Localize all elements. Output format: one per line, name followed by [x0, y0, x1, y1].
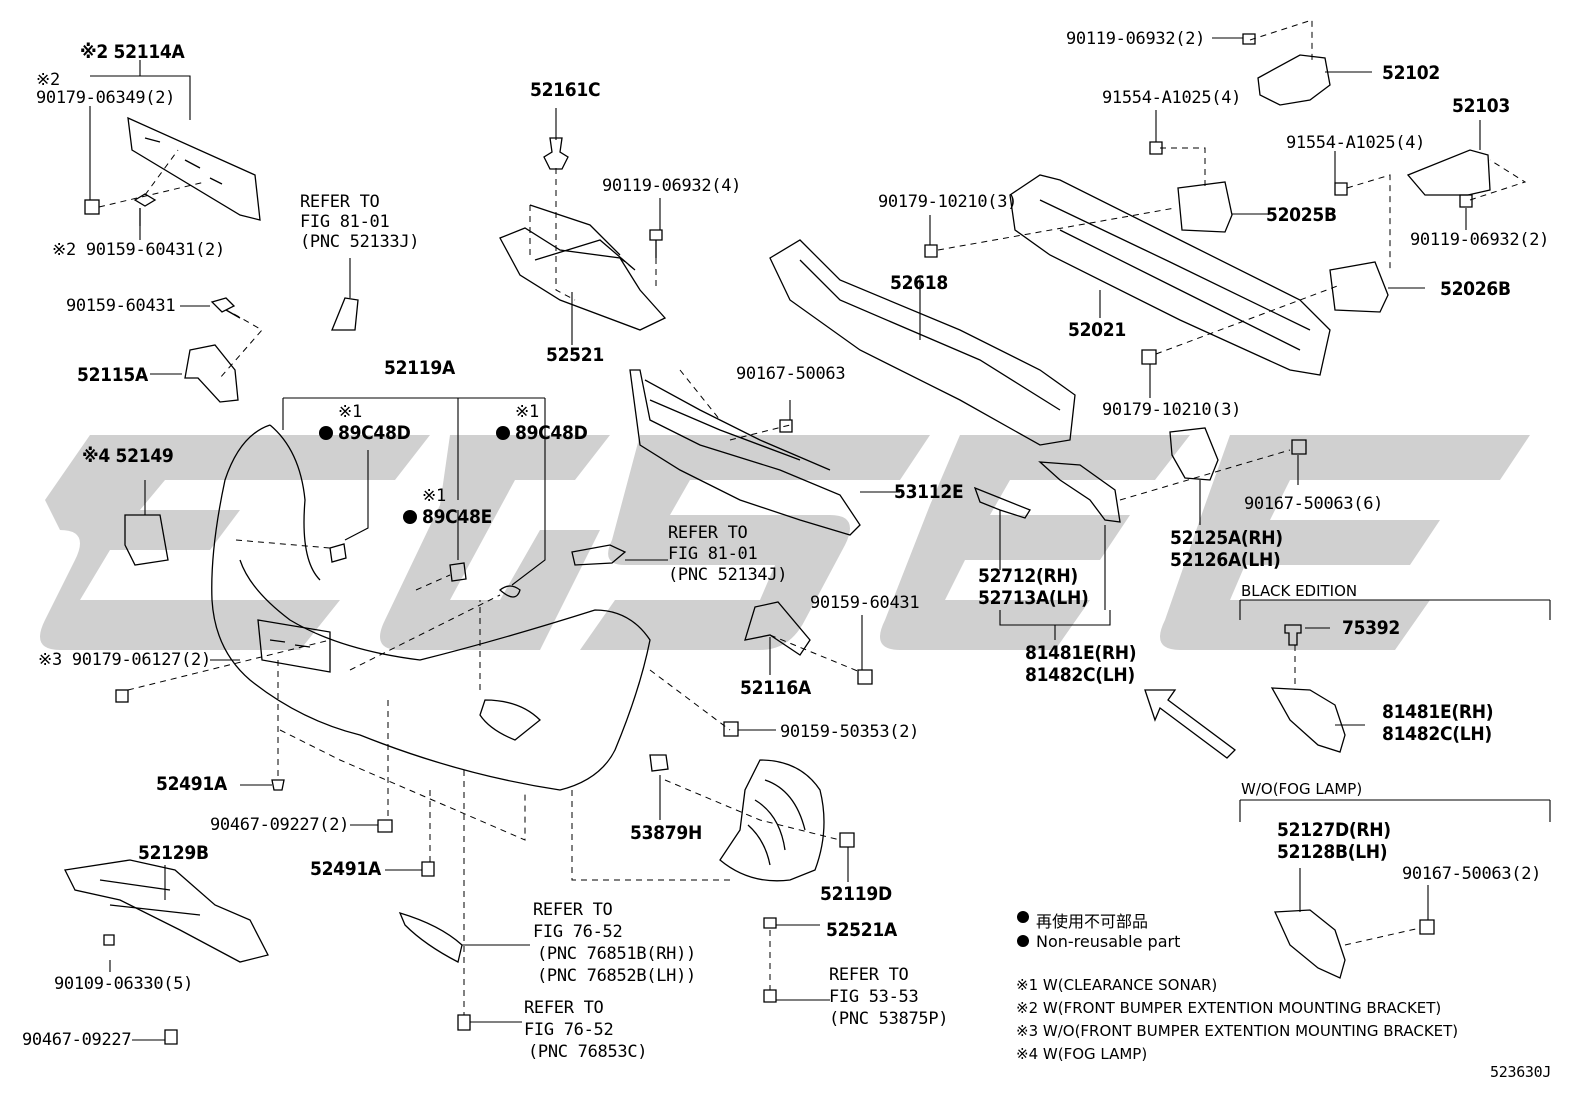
label-89C48D-b: 89C48D	[515, 422, 588, 444]
label-pnc-76853C: (PNC 76853C)	[528, 1042, 648, 1062]
label-91554-A1025-b: 91554-A1025(4)	[1286, 133, 1426, 153]
label-52114A: ※2 52114A	[80, 41, 185, 63]
label-fig-81-01b: FIG 81-01	[668, 544, 758, 564]
label-refer-to-76: REFER TO	[533, 900, 613, 920]
label-90159-60431-b: 90159-60431	[810, 593, 920, 613]
label-90179-06127: ※3 90179-06127(2)	[38, 650, 211, 670]
legend-jp: 再使用不可部品	[1036, 912, 1149, 931]
label-90159-60431-2: ※2 90159-60431(2)	[52, 240, 225, 260]
watermark-logo	[40, 435, 1530, 650]
label-refer-to: REFER TO	[300, 192, 380, 212]
label-90119-06932-2b: 90119-06932(2)	[1410, 230, 1550, 250]
label-52125A: 52125A(RH)	[1170, 527, 1283, 549]
label-52119D: 52119D	[820, 883, 892, 905]
label-52129B: 52129B	[138, 842, 209, 864]
label-fig-76-52b: FIG 76-52	[524, 1020, 614, 1040]
leader-lines	[89, 37, 1551, 1041]
label-91554-A1025-a: 91554-A1025(4)	[1102, 88, 1242, 108]
label-pnc-76852B: (PNC 76852B(LH))	[537, 966, 696, 986]
legend-note3: ※3 W/O(FRONT BUMPER EXTENTION MOUNTING B…	[1016, 1022, 1459, 1040]
label-90167-50063-2: 90167-50063(2)	[1402, 864, 1542, 884]
label-52149: ※4 52149	[82, 445, 174, 467]
label-pnc-53875P: (PNC 53875P)	[829, 1009, 949, 1029]
diagram-code: 523630J	[1490, 1063, 1552, 1081]
label-90109-06330: 90109-06330(5)	[54, 974, 194, 994]
label-81482C-a: 81482C(LH)	[1025, 664, 1135, 686]
label-52521A: 52521A	[826, 919, 897, 941]
label-note1-b: ※1	[515, 402, 539, 422]
label-52128B: 52128B(LH)	[1277, 841, 1388, 863]
label-52116A: 52116A	[740, 677, 811, 699]
label-52126A: 52126A(LH)	[1170, 549, 1281, 571]
section-black-edition: BLACK EDITION	[1241, 582, 1358, 600]
label-52127D: 52127D(RH)	[1277, 819, 1391, 841]
label-81481E-b: 81481E(RH)	[1382, 701, 1494, 723]
label-52103: 52103	[1452, 95, 1510, 117]
label-90167-50063-6: 90167-50063(6)	[1244, 494, 1384, 514]
label-note1-c: ※1	[422, 486, 446, 506]
label-52026B: 52026B	[1440, 278, 1511, 300]
label-52521: 52521	[546, 344, 604, 366]
legend-note1: ※1 W(CLEARANCE SONAR)	[1016, 976, 1218, 994]
label-81482C-b: 81482C(LH)	[1382, 723, 1492, 745]
label-pnc-52134J: (PNC 52134J)	[668, 565, 788, 585]
label-52102: 52102	[1382, 62, 1440, 84]
label-52115A: 52115A	[77, 364, 148, 386]
label-52712: 52712(RH)	[978, 565, 1078, 587]
non-reusable-dots	[319, 426, 1029, 947]
label-52491A-b: 52491A	[310, 858, 381, 880]
label-90119-06932-2a: 90119-06932(2)	[1066, 29, 1206, 49]
label-fig-76-52: FIG 76-52	[533, 922, 623, 942]
label-75392: 75392	[1342, 617, 1400, 639]
label-90179-10210-a: 90179-10210(3)	[878, 192, 1018, 212]
legend-note2: ※2 W(FRONT BUMPER EXTENTION MOUNTING BRA…	[1016, 999, 1442, 1017]
label-90467-09227-2: 90467-09227(2)	[210, 815, 350, 835]
label-note1-a: ※1	[338, 402, 362, 422]
label-52025B: 52025B	[1266, 204, 1337, 226]
dashed-lines	[98, 19, 1527, 1015]
label-52119A: 52119A	[384, 357, 455, 379]
label-refer-to-76b: REFER TO	[524, 998, 604, 1018]
label-pnc-52133J: (PNC 52133J)	[300, 232, 420, 252]
section-wo-fog-lamp: W/O(FOG LAMP)	[1241, 780, 1363, 798]
label-90467-09227: 90467-09227	[22, 1030, 132, 1050]
label-52491A-a: 52491A	[156, 773, 227, 795]
label-90159-60431: 90159-60431	[66, 296, 176, 316]
part-drawings	[64, 33, 1491, 1045]
label-53879H: 53879H	[630, 822, 702, 844]
label-refer-to-81: REFER TO	[668, 523, 748, 543]
label-90119-06932-4: 90119-06932(4)	[602, 176, 742, 196]
label-53112E: 53112E	[894, 481, 964, 503]
label-90167-50063: 90167-50063	[736, 364, 846, 384]
label-90179-10210-b: 90179-10210(3)	[1102, 400, 1242, 420]
legend-note4: ※4 W(FOG LAMP)	[1016, 1045, 1148, 1063]
label-fig-53-53: FIG 53-53	[829, 987, 919, 1007]
label-81481E-a: 81481E(RH)	[1025, 642, 1137, 664]
label-52021: 52021	[1068, 319, 1126, 341]
label-90179-06349: 90179-06349(2)	[36, 88, 176, 108]
label-fig-81-01: FIG 81-01	[300, 212, 390, 232]
label-89C48E: 89C48E	[422, 506, 492, 528]
label-pnc-76851B: (PNC 76851B(RH))	[537, 944, 696, 964]
label-90159-50353: 90159-50353(2)	[780, 722, 920, 742]
label-52618: 52618	[890, 272, 948, 294]
label-89C48D-a: 89C48D	[338, 422, 411, 444]
label-note2: ※2	[36, 70, 60, 90]
legend-en: Non-reusable part	[1036, 932, 1181, 951]
label-52713A: 52713A(LH)	[978, 587, 1089, 609]
label-refer-to-53: REFER TO	[829, 965, 909, 985]
label-52161C: 52161C	[530, 79, 601, 101]
